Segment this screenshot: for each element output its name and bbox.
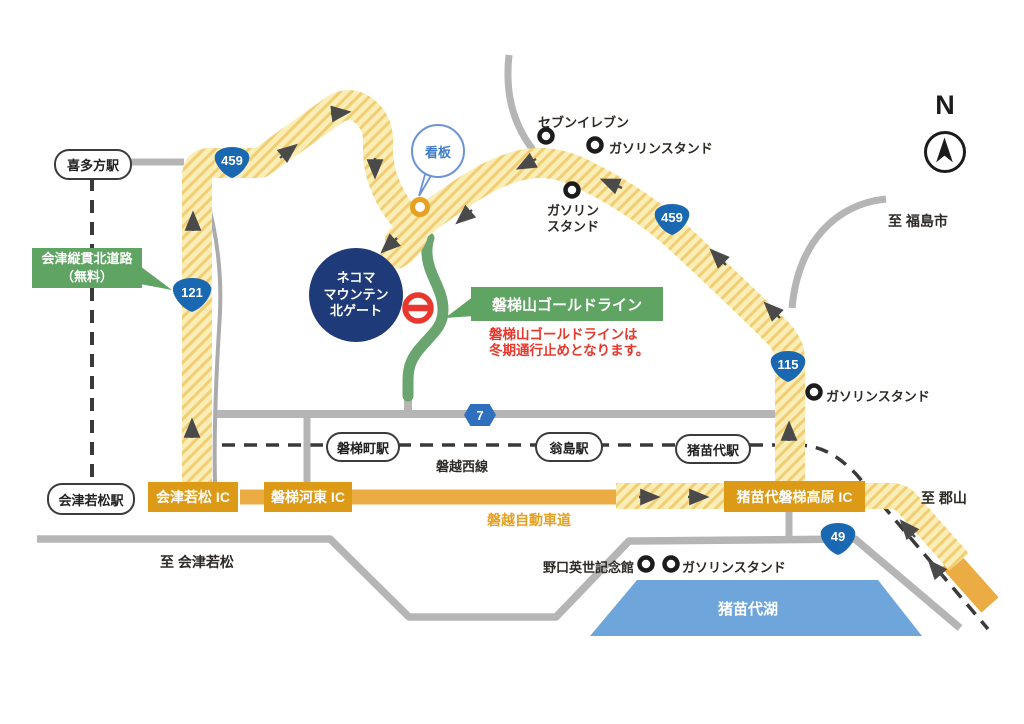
destination-koriyama: 至 郡山 — [921, 490, 967, 506]
compass-north-label: N — [935, 90, 955, 120]
station-okinashima: 翁島駅 — [535, 432, 603, 462]
poi-gas-station-mid-line2: スタンド — [546, 219, 599, 234]
signboard-balloon: 看板 — [411, 124, 465, 178]
road-local-curve — [203, 192, 223, 483]
route-459-115-east — [385, 147, 805, 501]
poi-gas-station-lake: ガソリンスタンド — [682, 560, 786, 575]
poi-gas-station-right: ガソリンスタンド — [826, 389, 930, 404]
station-kitakata: 喜多方駅 — [54, 149, 132, 180]
direction-arrows — [183, 105, 948, 581]
noguchi-memorial-marker — [637, 555, 655, 573]
poi-markers — [537, 127, 823, 573]
no-entry-icon — [402, 292, 434, 324]
callout-aizu-jukan: 会津縦貫北道路 （無料） — [32, 248, 142, 288]
road-bandai-gold-line — [402, 232, 449, 402]
road-to-fukushima — [788, 195, 887, 309]
ic-inawashiro-bandai-kogen: 猪苗代磐梯高原 IC — [724, 481, 865, 512]
route-badge-459-west: 459 — [213, 146, 251, 179]
ic-aizu-wakamatsu: 会津若松 IC — [148, 482, 238, 512]
expressway-to-koriyama — [941, 552, 999, 613]
road-north — [504, 54, 536, 153]
compass-icon — [924, 131, 966, 173]
gas-station-top-marker — [586, 136, 604, 154]
destination-fukushima: 至 福島市 — [888, 213, 948, 229]
route-badge-459-east: 459 — [653, 203, 691, 236]
expressway-recommended-route — [616, 483, 969, 571]
ic-bandai-kato: 磐梯河東 IC — [264, 482, 352, 512]
poi-gas-station-mid-line1: ガソリン — [546, 203, 599, 218]
gas-station-right-marker — [805, 383, 823, 401]
gold-line-winter-notice: 磐梯山ゴールドラインは 冬期通行止めとなります。 — [489, 327, 650, 358]
route-badge-49: 49 — [819, 522, 857, 556]
gas-station-mid-marker — [563, 181, 581, 199]
route-badge-115: 115 — [769, 350, 807, 383]
lake-inawashiro-label: 猪苗代湖 — [717, 601, 778, 618]
gas-station-lake-marker — [662, 555, 680, 573]
callout-gold-line: 磐梯山ゴールドライン — [471, 287, 663, 321]
route-badge-121: 121 — [171, 277, 213, 313]
nekoma-mountain-north-gate: ネコマ マウンテン 北ゲート — [309, 248, 403, 342]
poi-gas-station-top: ガソリンスタンド — [609, 141, 713, 156]
callout-tail-gold-line — [445, 296, 474, 318]
poi-noguchi-memorial: 野口英世記念館 — [543, 560, 635, 575]
banetsu-expressway-label: 磐越自動車道 — [487, 512, 571, 528]
callout-tail-aizu-jukan — [140, 266, 172, 290]
station-aizu-wakamatsu: 会津若松駅 — [47, 483, 135, 515]
road-lake-shore — [37, 535, 963, 631]
station-bandaimachi: 磐梯町駅 — [326, 432, 400, 462]
destination-aizu-wakamatsu: 至 会津若松 — [160, 554, 234, 570]
lake-inawashiro-shape — [590, 580, 922, 636]
route-badge-7: 7 — [464, 404, 496, 426]
station-inawashiro: 猪苗代駅 — [675, 434, 751, 464]
banetsu-west-line-label: 磐越西線 — [436, 459, 489, 474]
seven-eleven-marker — [537, 127, 555, 145]
signboard-marker — [410, 197, 430, 217]
poi-seven-eleven: セブンイレブン — [538, 115, 630, 130]
